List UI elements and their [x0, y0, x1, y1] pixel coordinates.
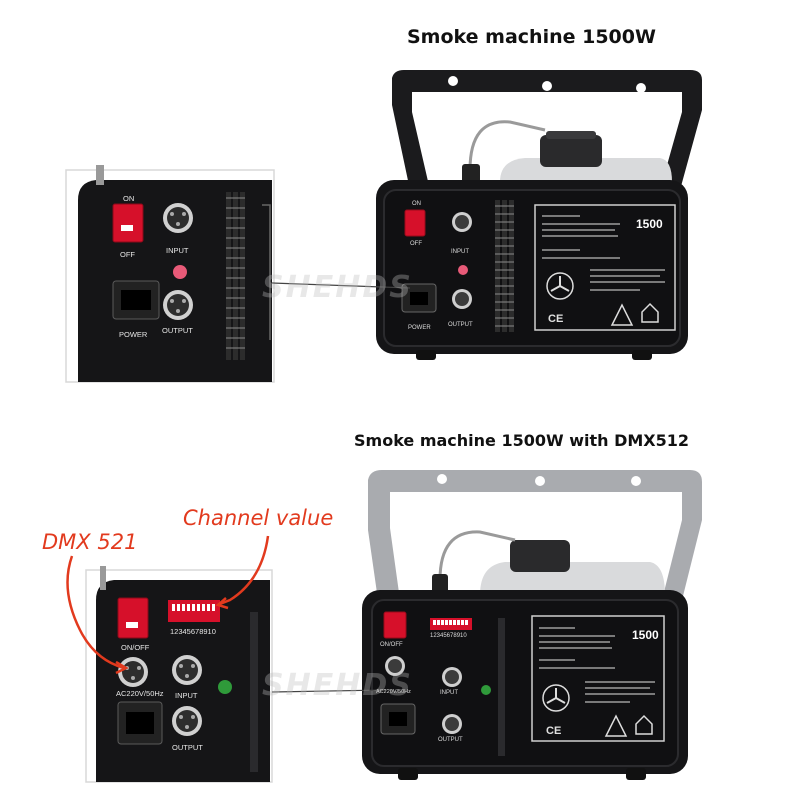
inset-bottom-label-onoff: ON/OFF [121, 643, 150, 652]
bottom-label-output: OUTPUT [438, 737, 463, 743]
top-led-strip [495, 200, 514, 332]
bottom-machine-handle [368, 470, 702, 600]
top-tank-cap [540, 135, 602, 167]
title-bottom: Smoke machine 1500W with DMX512 [354, 431, 690, 450]
bottom-connector-line [271, 689, 387, 693]
top-label-output: OUTPUT [448, 322, 473, 328]
inset-bottom-switch [117, 597, 149, 639]
top-label-input: INPUT [451, 249, 469, 255]
inset-bottom-label-ac: AC220V/50Hz [116, 689, 164, 698]
inset-top-label-off: OFF [120, 250, 135, 259]
top-label-on: ON [412, 201, 421, 207]
title-top: Smoke machine 1500W [407, 26, 656, 48]
inset-top-label-power: POWER [119, 330, 148, 339]
watermark-bottom: SHEHDS [262, 668, 413, 703]
bottom-fan-icon [542, 684, 570, 712]
inset-top-label-output: OUTPUT [162, 326, 193, 335]
svg-text:CE: CE [548, 313, 563, 325]
top-connector-line [271, 282, 411, 289]
inset-bottom-label-input: INPUT [175, 691, 198, 700]
inset-led-icon [218, 680, 232, 694]
bottom-label-ac: AC220V/50Hz [376, 689, 411, 695]
top-model-number: 1500 [636, 217, 663, 231]
bottom-label-input: INPUT [440, 690, 458, 696]
svg-text:CE: CE [546, 725, 561, 737]
inset-top-label-input: INPUT [166, 246, 189, 255]
inset-top-switch [112, 203, 144, 243]
bottom-label-onoff: ON/OFF [380, 642, 403, 648]
channel-callout-label: Channel value [183, 506, 334, 530]
bottom-tank-cap [510, 540, 570, 572]
bottom-label-dip: 12345678910 [430, 633, 467, 639]
watermark-top: SHEHDS [262, 270, 413, 305]
inset-bottom-label-dip: 12345678910 [170, 627, 216, 636]
top-power-switch [404, 209, 426, 237]
top-label-power: POWER [408, 325, 431, 331]
inset-top-label-on: ON [123, 194, 135, 203]
bottom-power-switch [383, 611, 407, 639]
top-label-off: OFF [410, 241, 422, 247]
top-spec-label [534, 204, 676, 331]
dmx-callout-arrow [66, 555, 125, 670]
channel-callout-arrow [219, 535, 270, 606]
bottom-spec-label [531, 615, 665, 742]
top-fan-icon [546, 272, 574, 300]
dmx-callout-label: DMX 521 [42, 530, 138, 554]
inset-bottom-label-output: OUTPUT [172, 743, 203, 752]
bottom-model-number: 1500 [632, 628, 659, 642]
